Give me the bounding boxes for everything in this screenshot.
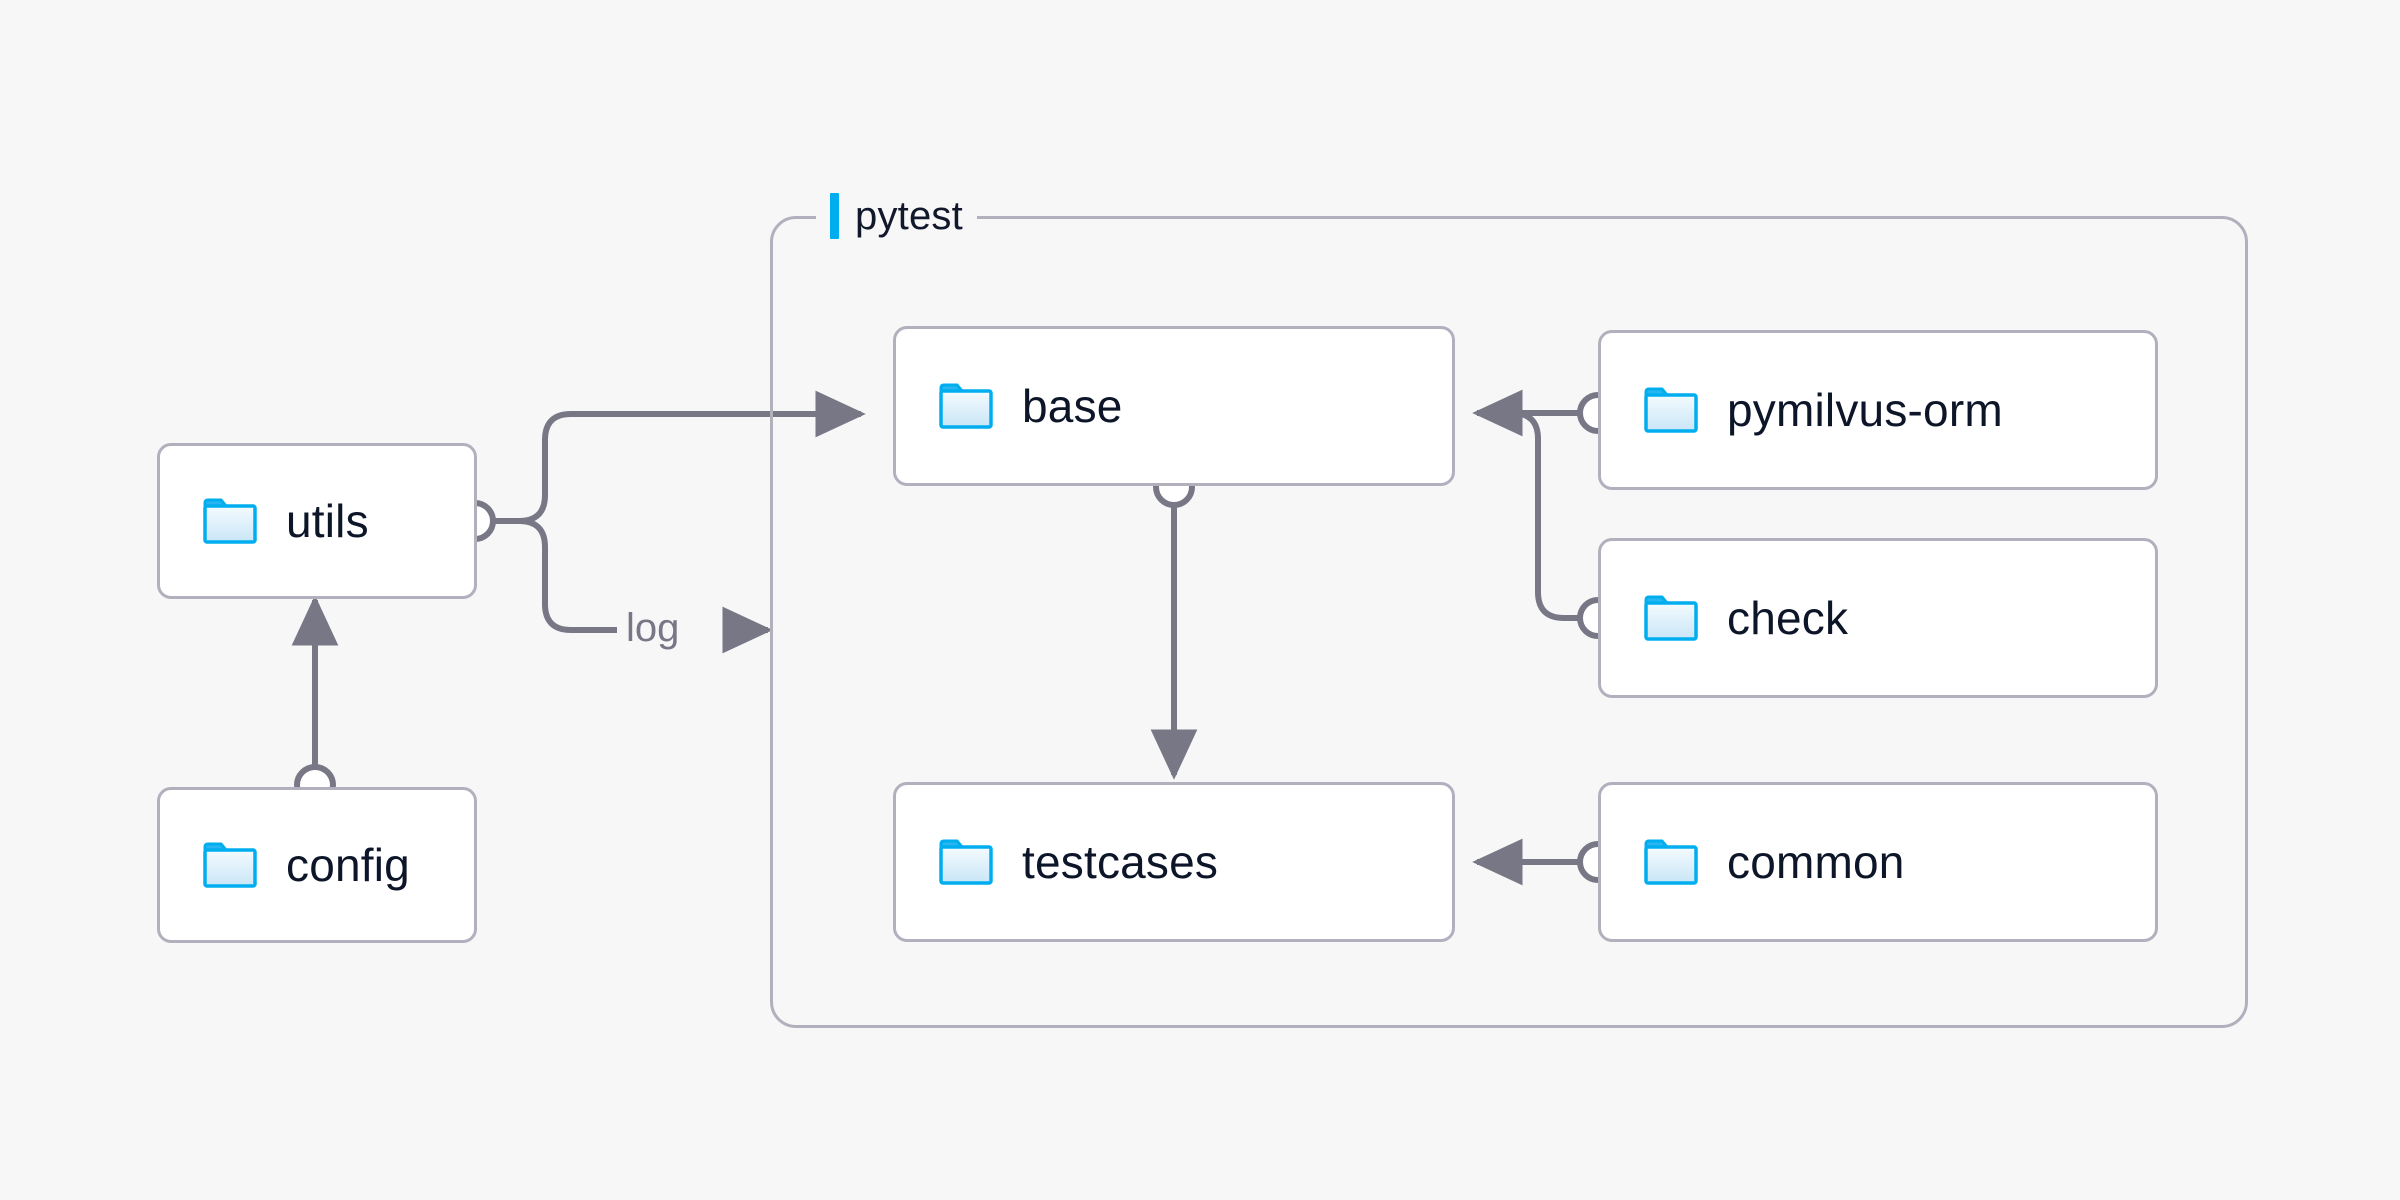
folder-icon [1643, 386, 1699, 434]
node-testcases[interactable]: testcases [893, 782, 1455, 942]
edge-config-to-utils [291, 595, 339, 806]
node-base[interactable]: base [893, 326, 1455, 486]
accent-bar-icon [830, 193, 839, 239]
folder-icon [202, 497, 258, 545]
node-label: config [286, 839, 410, 891]
folder-icon [938, 382, 994, 430]
folder-icon [1643, 838, 1699, 886]
node-utils[interactable]: utils [157, 443, 477, 599]
group-title-text: pytest [855, 194, 963, 238]
node-label: testcases [1022, 836, 1219, 888]
node-label: check [1727, 592, 1849, 644]
node-label: pymilvus-orm [1727, 384, 2003, 436]
pytest-group-container [770, 216, 2248, 1028]
node-label: utils [286, 495, 369, 547]
folder-icon [1643, 594, 1699, 642]
node-check[interactable]: check [1598, 538, 2158, 698]
edge-label-log: log [626, 606, 680, 650]
node-pymilvus-orm[interactable]: pymilvus-orm [1598, 330, 2158, 490]
pytest-group-label: pytest [816, 188, 977, 244]
node-config[interactable]: config [157, 787, 477, 943]
folder-icon [938, 838, 994, 886]
node-common[interactable]: common [1598, 782, 2158, 942]
node-label: base [1022, 380, 1123, 432]
node-label: common [1727, 836, 1905, 888]
folder-icon [202, 841, 258, 889]
